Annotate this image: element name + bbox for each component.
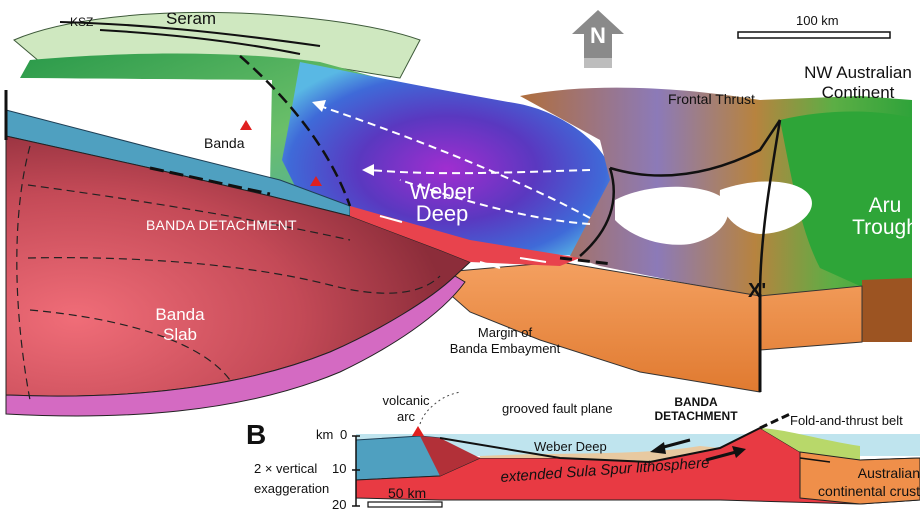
seram-fault-line bbox=[59, 21, 321, 47]
panel-b-depth-axis bbox=[352, 435, 360, 507]
aru-trough-label-line1: Aru bbox=[868, 194, 902, 217]
aru-trough-label-line2: Trough bbox=[852, 216, 918, 239]
panel-b-letter: B bbox=[246, 419, 267, 450]
australian-crust-line1: Australian bbox=[857, 465, 920, 481]
white-patch bbox=[615, 186, 729, 245]
frontal-thrust-label: Frontal Thrust bbox=[668, 91, 755, 107]
frontal-thrust-line bbox=[609, 119, 782, 177]
panel-b-detachment bbox=[439, 427, 761, 464]
depth-tick-0: 0 bbox=[340, 427, 348, 442]
volcanic-arc-label-line2: arc bbox=[396, 409, 416, 424]
panel-b-detachment-label-line2: DETACHMENT bbox=[654, 409, 738, 423]
slab-contour bbox=[16, 145, 31, 401]
margin-label-line1: Margin of bbox=[477, 325, 533, 340]
panel-b-arrow-head bbox=[732, 446, 746, 458]
panel-b-australian-crust bbox=[799, 451, 920, 505]
fault-line bbox=[579, 167, 615, 257]
flow-arrow bbox=[399, 179, 591, 225]
scale-bar-label: 100 km bbox=[796, 13, 839, 28]
panel-b-arrow bbox=[705, 450, 737, 462]
panel-b-crust-arrow bbox=[799, 457, 831, 463]
panel-b-arrow-head bbox=[650, 442, 666, 454]
flow-arrow bbox=[319, 105, 591, 219]
banda-label: Banda bbox=[204, 135, 245, 151]
banda-detachment-label: BANDA DETACHMENT bbox=[146, 217, 297, 233]
flow-arrow bbox=[369, 169, 591, 175]
weber-deep-basin bbox=[282, 62, 612, 256]
volcano-icon bbox=[310, 176, 322, 186]
exaggeration-line2: exaggeration bbox=[254, 481, 330, 496]
blank-area bbox=[12, 78, 272, 186]
dashed-fault bbox=[559, 256, 613, 266]
motion-arrow bbox=[379, 215, 403, 223]
australian-crust-line2: continental crust bbox=[818, 483, 920, 499]
depth-tick-20: 20 bbox=[332, 497, 347, 512]
aru-trough-region bbox=[780, 111, 912, 286]
panel-b-detachment-dash bbox=[759, 412, 791, 430]
panel-b-detachment-label-line1: BANDA bbox=[674, 395, 718, 409]
panel-b-smoke bbox=[419, 391, 461, 425]
depth-unit: km bbox=[316, 427, 334, 442]
exaggeration-line1: 2 × vertical bbox=[254, 461, 318, 476]
motion-arrow bbox=[519, 257, 547, 263]
banda-slab-label-line1: Banda bbox=[155, 305, 205, 324]
panel-b-arc-wedge bbox=[420, 436, 480, 476]
slab-contour bbox=[29, 309, 231, 381]
weber-deep-label-line2: Deep bbox=[415, 201, 469, 226]
grooved-fault-label: grooved fault plane bbox=[502, 401, 613, 416]
seram-fault-line bbox=[99, 29, 301, 55]
panel-b-volcano-icon bbox=[412, 426, 424, 436]
detachment-strip bbox=[350, 206, 580, 266]
weber-deep-label-line1: Weber bbox=[409, 179, 475, 204]
volcano-icon bbox=[240, 120, 252, 130]
seram-label: Seram bbox=[166, 9, 217, 28]
scale-bar-50-label: 50 km bbox=[388, 485, 427, 501]
weber-deep-b-label: Weber Deep bbox=[534, 439, 607, 454]
x-prime-label: X' bbox=[748, 280, 767, 302]
nw-australian-label-line2: Continent bbox=[821, 83, 895, 102]
slab-contour bbox=[27, 184, 351, 241]
slab-contour bbox=[27, 257, 441, 294]
north-arrow-icon bbox=[572, 10, 624, 68]
block-side-end bbox=[862, 278, 912, 342]
scale-bar-50 bbox=[367, 501, 443, 508]
panel-b-arrow bbox=[659, 438, 691, 450]
depth-tick-10: 10 bbox=[332, 461, 347, 476]
fold-thrust-label: Fold-and-thrust belt bbox=[790, 413, 903, 428]
ksz-label: KSZ bbox=[70, 15, 94, 29]
flow-arrow-head bbox=[362, 164, 374, 176]
dashed-fault bbox=[149, 166, 271, 196]
flow-arrow-head bbox=[312, 100, 326, 112]
scale-bar-100 bbox=[737, 31, 891, 39]
slab-base bbox=[5, 275, 466, 417]
nw-australian-label-line1: NW Australian bbox=[804, 63, 912, 82]
margin-label-line2: Banda Embayment bbox=[449, 341, 561, 356]
motion-arrow bbox=[479, 261, 501, 269]
frontal-thrust-line bbox=[758, 119, 782, 297]
dashed-fault bbox=[239, 55, 352, 207]
banda-slab-label-line2: Slab bbox=[162, 325, 198, 344]
panel-b-fold-belt bbox=[760, 428, 860, 460]
volcanic-arc-label-line1: volcanic bbox=[382, 393, 430, 408]
north-letter: N bbox=[590, 23, 606, 48]
panel-b-weber-sediment bbox=[480, 446, 720, 462]
